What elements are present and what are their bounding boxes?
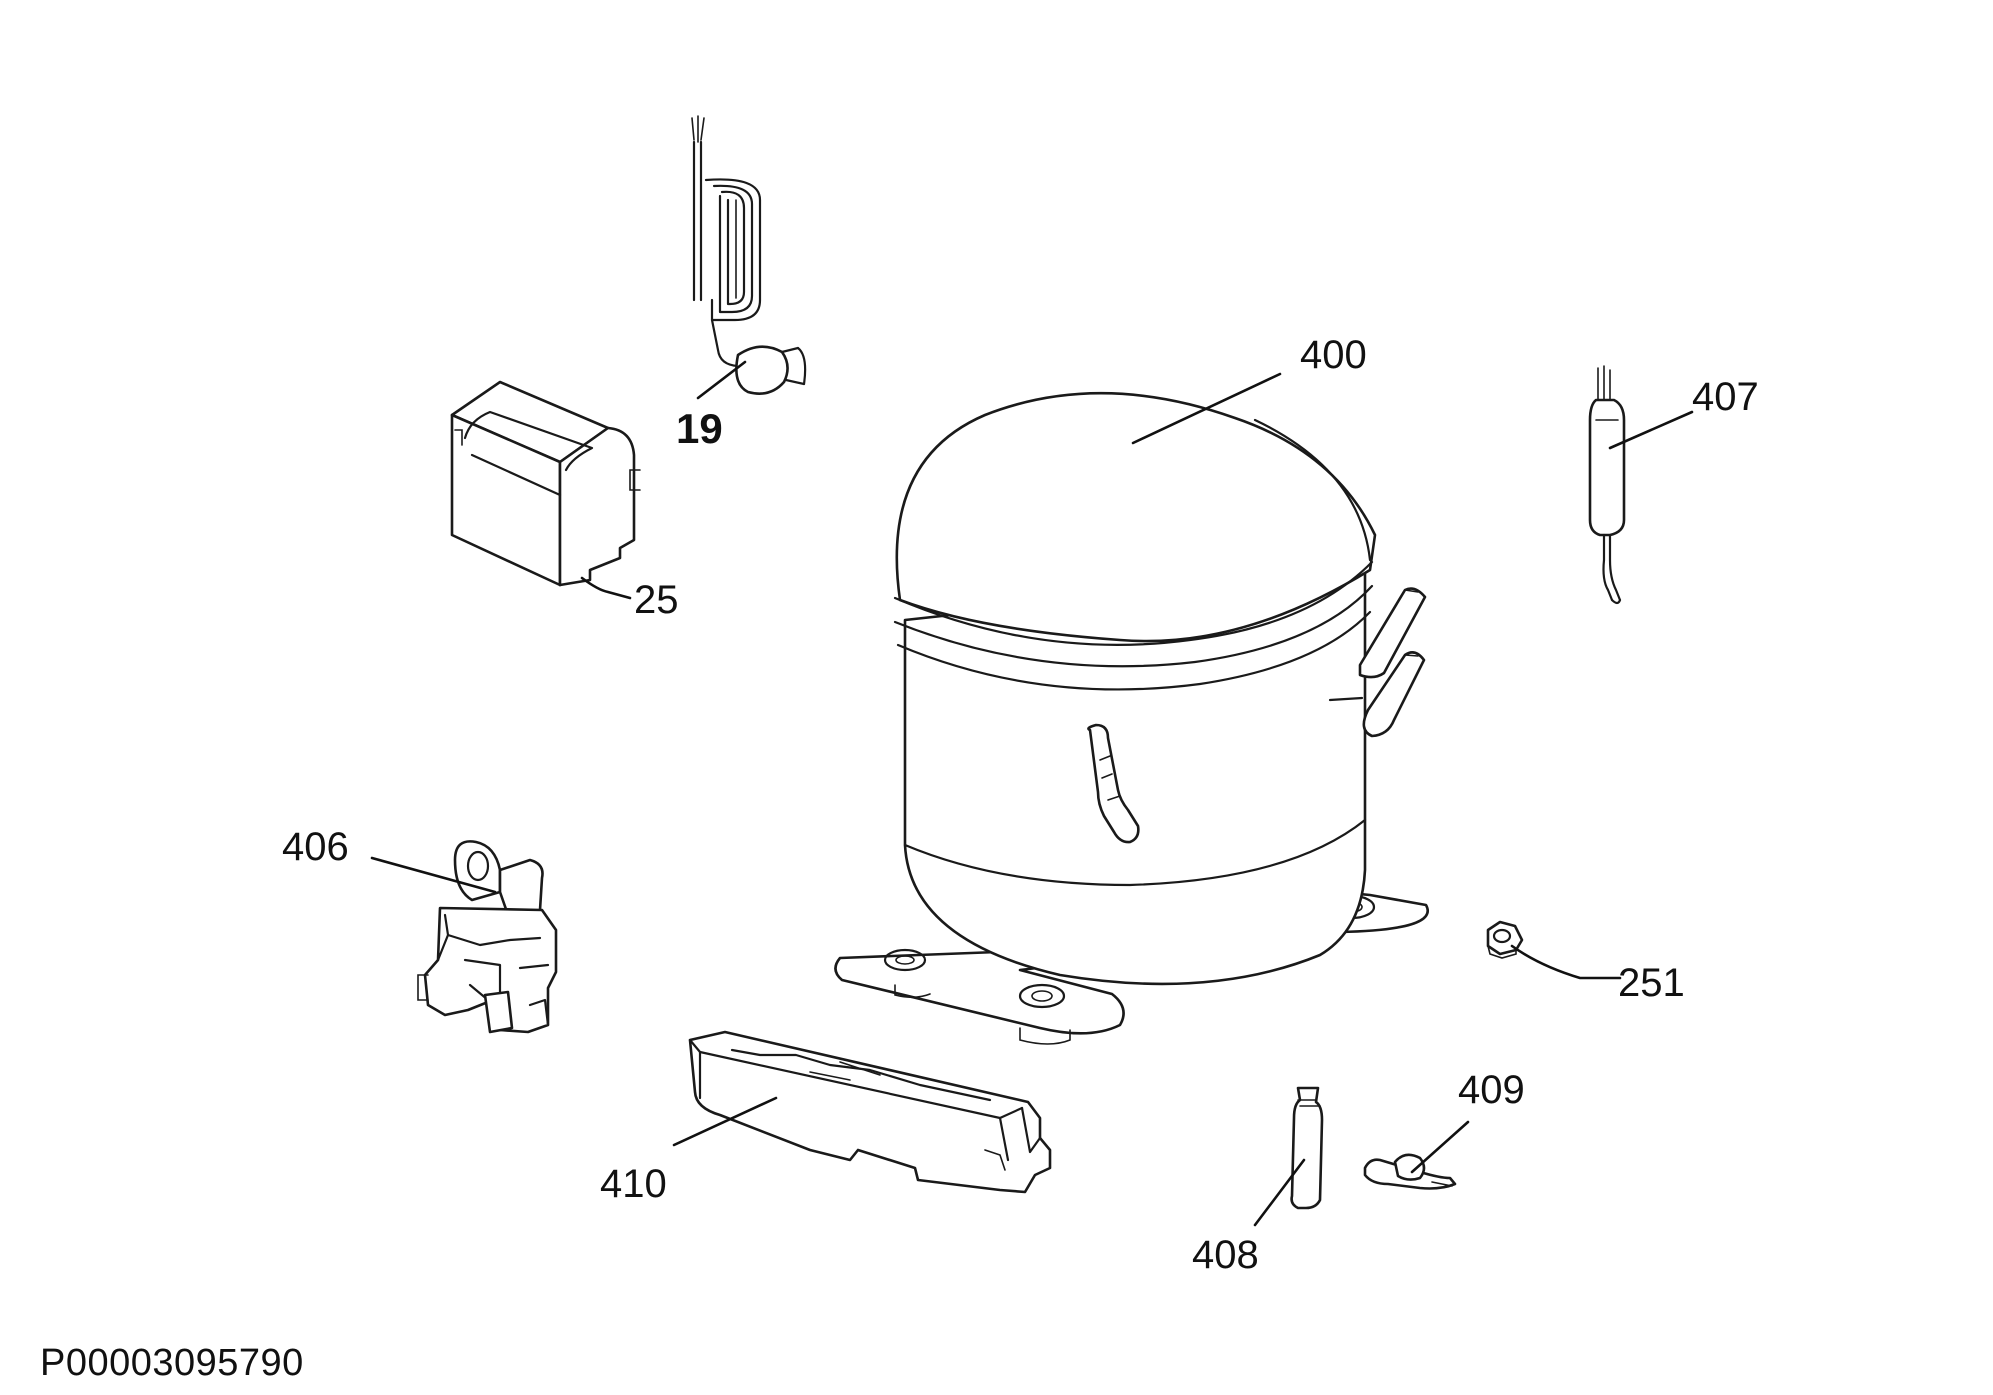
leader-lines	[370, 360, 1694, 1227]
part-408-connector	[1290, 1086, 1324, 1210]
leader-19	[696, 360, 747, 400]
document-id: P00003095790	[40, 1342, 304, 1384]
leader-409	[1410, 1120, 1470, 1174]
leader-407	[1608, 410, 1694, 450]
callout-410: 410	[600, 1162, 667, 1206]
leader-410	[672, 1096, 778, 1147]
part-251-grommet	[1486, 920, 1524, 959]
leader-251	[1510, 944, 1622, 980]
callout-400: 400	[1300, 333, 1367, 377]
callout-406: 406	[282, 825, 349, 869]
callout-19: 19	[676, 405, 723, 452]
part-409-clip	[1363, 1153, 1457, 1190]
callout-407: 407	[1692, 375, 1759, 419]
leader-400	[1131, 372, 1282, 445]
part-400-compressor	[834, 391, 1429, 1045]
leader-25	[580, 576, 632, 600]
callout-labels: 19 25 400 407 406 251 409 410 408	[282, 333, 1759, 1277]
part-25-relay-box	[450, 380, 641, 587]
callout-408: 408	[1192, 1233, 1259, 1277]
callout-251: 251	[1618, 961, 1685, 1005]
part-406-starter-relay	[417, 840, 558, 1034]
leader-408	[1253, 1158, 1306, 1227]
callout-25: 25	[634, 578, 679, 622]
part-410-cover	[688, 1030, 1052, 1194]
part-19-coiled-cable	[691, 115, 807, 395]
part-407-filter-drier	[1588, 365, 1626, 605]
leader-406	[370, 856, 497, 894]
callout-409: 409	[1458, 1068, 1525, 1112]
